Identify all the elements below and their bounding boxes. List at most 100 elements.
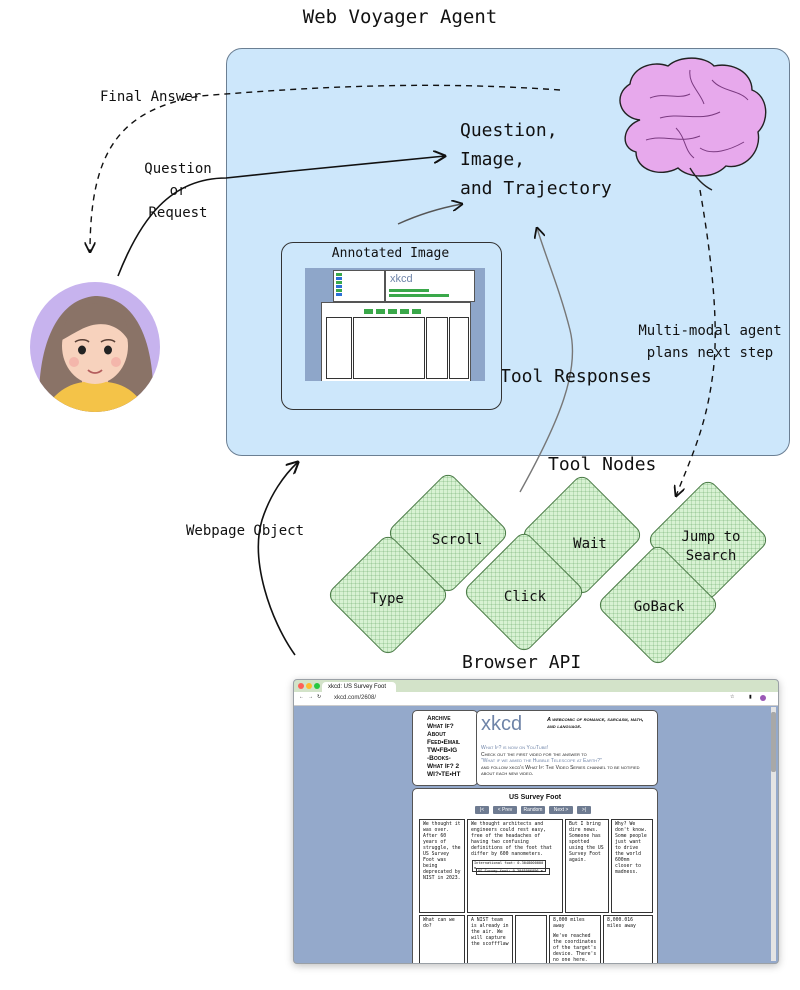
multimodal-line: plans next step [646,345,774,361]
comic-panel: What can we do? [419,915,465,963]
annotation-mark [389,289,429,292]
tool-label-goback: GoBack [633,599,685,615]
xkcd-comic-box: US Survey Foot |< < Prev Random Next > >… [412,788,658,963]
forward-icon[interactable]: → [308,694,313,700]
tool-nodes-label: Tool Nodes [548,454,657,475]
multimodal-line: Multi-modal agent [638,323,782,339]
panel-text: 8,000 miles away [553,918,585,929]
annotated-screenshot: xkcd [305,268,485,381]
diagram-title: Web Voyager Agent [302,6,498,28]
annotated-logo: xkcd [390,273,413,285]
nav-link[interactable]: What If? 2 [427,763,460,770]
webpage-object-arrow [257,462,298,656]
tool-label-jump-to-search: Jump to Search [681,529,741,564]
back-icon[interactable]: ← [299,694,304,700]
annotated-image-title: Annotated Image [331,246,450,261]
maximize-window-icon[interactable] [314,683,320,689]
agent-input-line: Image, [460,149,526,170]
comic-panel: Why? We don't know. Some people just wan… [611,819,653,913]
xkcd-logo[interactable]: xkcd [481,713,523,735]
panel-text: But I bring dire news. Someone has spott… [569,822,604,863]
panel-text: What can we do? [423,918,455,929]
sidebar-icon[interactable]: ▮ [749,694,752,700]
annotated-panel [353,317,425,379]
webpage-object-label: Webpage Object [186,523,305,539]
panel-text: A NIST team is already in the air. We wi… [471,918,509,947]
nav-link[interactable]: What If? [427,723,454,730]
question-request-line: Question [144,161,212,177]
annotated-comic-box [321,302,471,381]
news-line[interactable]: What If? is now on YouTube! [481,745,549,751]
final-answer-arrow [90,84,561,252]
annotated-nav-box [333,270,385,302]
question-request-line: Request [148,205,208,221]
last-comic-button[interactable]: >| [577,806,591,814]
xkcd-nav-list: Archive What If? About Feed•Email TW•FB•… [413,711,477,779]
annotated-panel [426,317,448,379]
scrollbar-thumb[interactable] [771,712,776,772]
news-line: and follow xkcd's What If: The Video Ser… [481,764,640,778]
tool-responses-arrow [519,228,574,493]
xkcd-nav-box: Archive What If? About Feed•Email TW•FB•… [412,710,478,786]
minimize-window-icon[interactable] [306,683,312,689]
tool-label-click: Click [503,589,547,605]
annotated-panel [449,317,469,379]
final-answer-label: Final Answer [100,89,202,105]
nav-link[interactable]: About [427,731,446,738]
next-comic-button[interactable]: Next > [549,806,573,814]
browser-api-label: Browser API [462,652,582,673]
multimodal-label: Multi-modal agent plans next step [630,320,790,364]
user-face-icon [39,296,154,412]
question-request-line: or [169,183,187,199]
prev-comic-button[interactable]: < Prev [493,806,517,814]
comic-panel: We thought architects and engineers coul… [467,819,563,913]
panel-text: We've reached the coordinates of the tar… [553,934,597,963]
panel-inner-label: US Survey foot: 0.3048006096 m [476,868,550,875]
annotation-marks [336,273,342,297]
news-line[interactable]: "What if we aimed the Hubble Telescope a… [481,758,602,764]
panel-inner-label: International foot: 0.3048000000 m [472,860,546,872]
tool-responses-label: Tool Responses [500,366,652,387]
close-window-icon[interactable] [298,683,304,689]
browser-tab[interactable]: xkcd: US Survey Foot [322,682,396,692]
random-comic-button[interactable]: Random [521,806,545,814]
browser-address-bar: ← → ↻ xkcd.com/2608/ ☆ ▮ [294,692,778,706]
browser-scrollbar[interactable] [771,707,776,961]
url-field[interactable]: xkcd.com/2608/ [334,695,377,701]
annotated-image-arrow [397,204,462,225]
first-comic-button[interactable]: |< [475,806,489,814]
comic-panel [515,915,547,963]
xkcd-news: What If? is now on YouTube! Check out th… [481,745,653,778]
nav-link[interactable]: -Books- [427,755,451,762]
xkcd-tagline: A webcomic of romance, sarcasm, math, an… [547,717,644,730]
agent-input-line: Question, [460,120,558,141]
nav-link[interactable]: Archive [427,715,451,722]
tool-label-type: Type [370,591,404,607]
user-avatar [30,282,160,412]
panel-text: Why? We don't know. Some people just wan… [615,822,647,875]
nav-link[interactable]: WI?•TE•HT [427,771,461,778]
multimodal-arrow [676,189,716,496]
nav-link[interactable]: Feed•Email [427,739,461,746]
comic-panel: But I bring dire news. Someone has spott… [565,819,609,913]
profile-icon[interactable] [760,695,766,701]
panel-text: We thought architects and engineers coul… [471,822,552,857]
bookmark-icon[interactable]: ☆ [730,694,735,700]
browser-tab-bar: xkcd: US Survey Foot [294,680,778,692]
annotated-header-box: xkcd [385,270,475,302]
comic-title: US Survey Foot [508,794,562,801]
reload-icon[interactable]: ↻ [317,694,322,700]
tool-label-scroll: Scroll [431,532,483,548]
annotated-panel [326,317,352,379]
comic-panel: 8,000 miles away We've reached the coord… [549,915,601,963]
agent-input-label: Question, Image, and Trajectory [460,116,612,203]
xkcd-header-box: xkcd A webcomic of romance, sarcasm, mat… [476,710,658,786]
question-arrow [117,156,445,277]
panel-text: 8,000.016 miles away [607,918,636,929]
tool-label-wait: Wait [573,536,607,552]
news-line: Check out the first video for the answer… [481,751,587,758]
comic-panel: 8,000.016 miles away [603,915,653,963]
annotation-mark [389,294,449,297]
nav-link[interactable]: TW•FB•IG [427,747,458,754]
